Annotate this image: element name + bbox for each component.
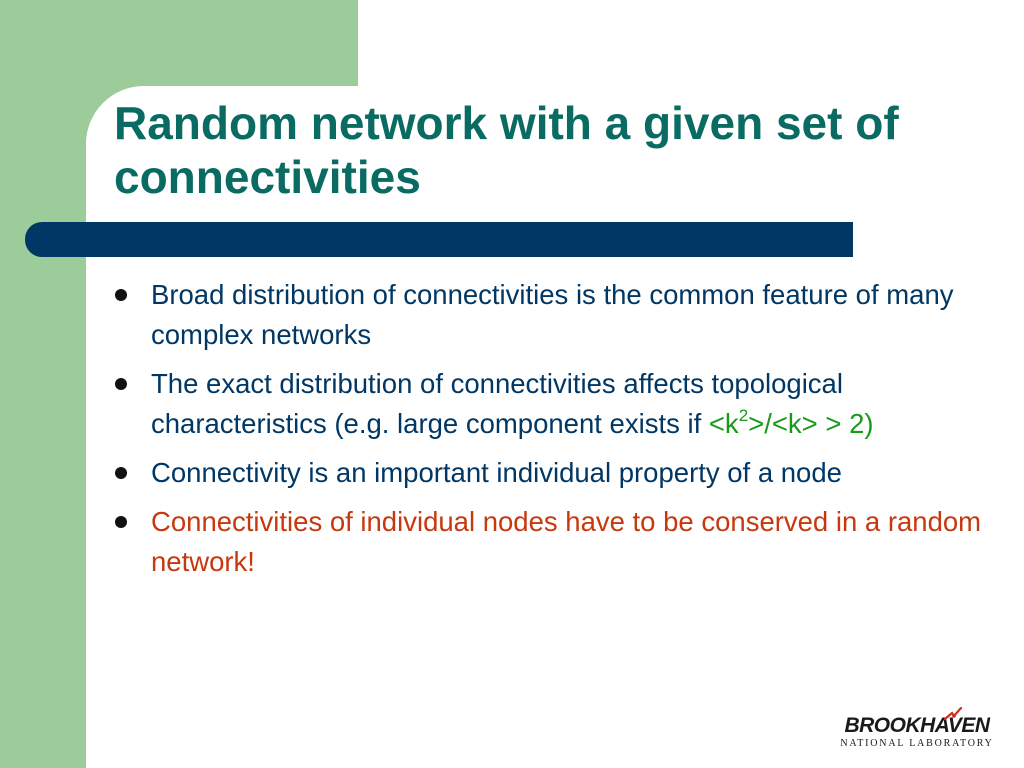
bullet-item-broad-distribution: Broad distribution of connectivities is … [110,275,995,355]
bullet-item-conserved-connectivities: Connectivities of individual nodes have … [110,502,995,582]
bullet-dot-icon [115,467,127,479]
bullet-dot-icon [115,516,127,528]
bullet-list: Broad distribution of connectivities is … [110,275,995,591]
bullet-text: Connectivity is an important individual … [151,457,842,488]
bullet-item-exact-distribution: The exact distribution of connectivities… [110,364,995,444]
title-underline-bar [25,222,853,257]
bullet-dot-icon [115,378,127,390]
formula-suffix: >/<k> > 2) [748,408,874,439]
formula-prefix: <k [708,408,739,439]
bullet-text: Broad distribution of connectivities is … [151,279,954,350]
brookhaven-logo: BROOKHAVEN NATIONAL LABORATORY [832,707,1002,750]
slide-title: Random network with a given set of conne… [114,97,899,203]
bullet-item-connectivity-property: Connectivity is an important individual … [110,453,995,493]
formula-exponent: 2 [738,406,749,425]
logo-subtitle: NATIONAL LABORATORY [840,738,994,749]
bullet-text: Connectivities of individual nodes have … [151,506,982,577]
content-panel [86,86,1024,768]
connectivity-formula: <k2>/<k> > 2) [708,406,874,439]
logo-spark-icon [944,707,962,721]
bullet-text: The exact distribution of connectivities… [151,368,843,439]
logo-name: BROOKHAVEN [844,714,990,737]
bullet-dot-icon [115,289,127,301]
